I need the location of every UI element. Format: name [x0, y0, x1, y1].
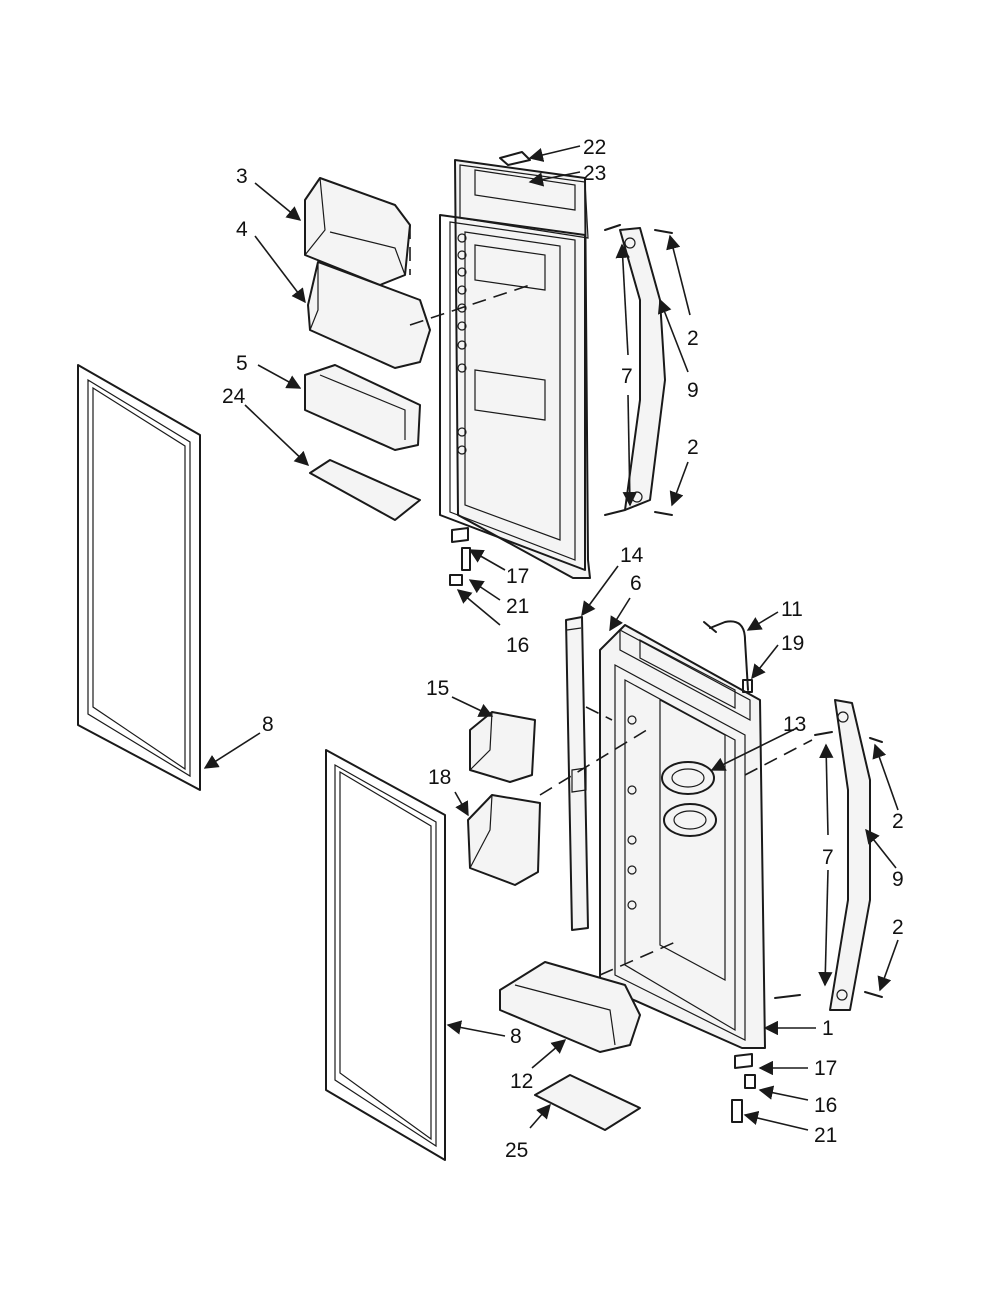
- upper-door-liner: [439, 159, 591, 579]
- callout-5: 5: [236, 352, 248, 375]
- callout-18: 18: [428, 766, 451, 789]
- callout-4: 4: [236, 218, 248, 241]
- callout-11: 11: [781, 598, 803, 621]
- callout-22: 22: [583, 136, 606, 159]
- callout-3: 3: [236, 165, 248, 188]
- lower-hinge-hardware: [731, 1053, 756, 1123]
- callout-9-upper: 9: [687, 379, 699, 402]
- lower-door-liner: [599, 624, 766, 1049]
- callout-7-lower: 7: [822, 846, 834, 869]
- callout-6: 6: [630, 572, 642, 595]
- callout-16-upper: 16: [506, 634, 529, 657]
- callout-2-lower-top: 2: [892, 810, 904, 833]
- upper-gasket: [77, 364, 201, 791]
- lower-water-tube: [703, 620, 753, 693]
- callout-15: 15: [426, 677, 449, 700]
- callout-7-upper: 7: [621, 365, 633, 388]
- callout-21-upper: 21: [506, 595, 529, 618]
- lower-bins: [467, 711, 641, 1131]
- leader-lines: [203, 145, 899, 1131]
- upper-handle: [604, 224, 673, 516]
- callout-14: 14: [620, 544, 644, 567]
- callout-25: 25: [505, 1139, 528, 1162]
- lower-ice-chute: [661, 761, 717, 837]
- callout-2-upper-top: 2: [687, 327, 699, 350]
- callout-21-lower: 21: [814, 1124, 837, 1147]
- lower-breaker-strip: [565, 616, 589, 931]
- callout-labels: 22 23 3 4 5 24 2 7 9 2 17 21 16 14 6 11 …: [222, 136, 904, 1162]
- assembly-lines: [409, 225, 813, 976]
- upper-cap-part-22: [499, 151, 531, 166]
- callout-8-upper: 8: [262, 713, 274, 736]
- callout-13: 13: [783, 713, 806, 736]
- callout-17-upper: 17: [506, 565, 529, 588]
- callout-2-lower-bottom: 2: [892, 916, 904, 939]
- callout-8-lower: 8: [510, 1025, 522, 1048]
- callout-1: 1: [822, 1017, 834, 1040]
- callout-16-lower: 16: [814, 1094, 837, 1117]
- upper-bins: [304, 177, 431, 521]
- upper-hinge-hardware: [449, 527, 471, 586]
- callout-24: 24: [222, 385, 246, 408]
- callout-9-lower: 9: [892, 868, 904, 891]
- callout-19: 19: [781, 632, 804, 655]
- callout-2-upper-bottom: 2: [687, 436, 699, 459]
- callout-12: 12: [510, 1070, 533, 1093]
- lower-handle: [774, 699, 883, 1011]
- lower-gasket: [325, 749, 446, 1161]
- callout-17-lower: 17: [814, 1057, 837, 1080]
- callout-23: 23: [583, 162, 606, 185]
